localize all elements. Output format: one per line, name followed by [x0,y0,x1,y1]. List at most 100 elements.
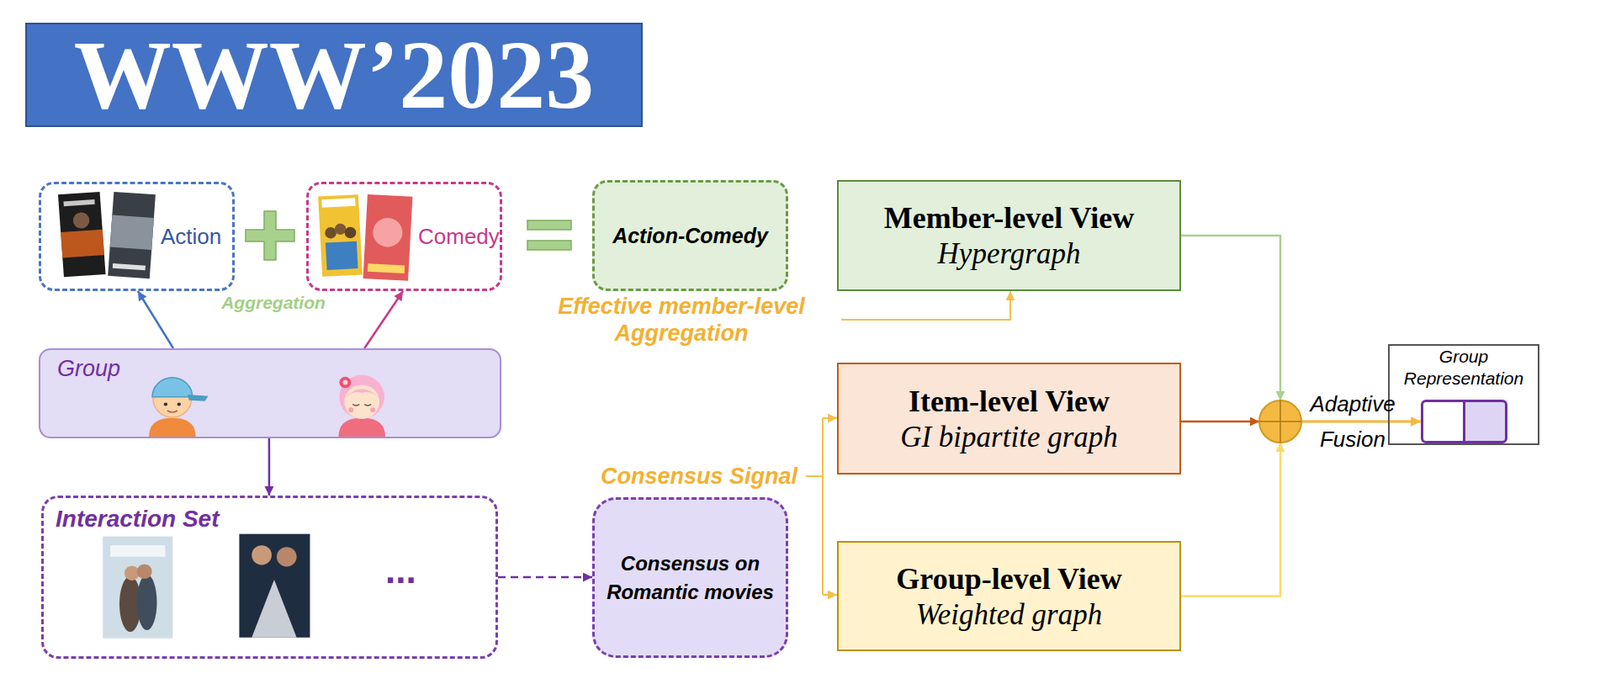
leader-line [841,291,1011,320]
poster-figure [119,576,142,632]
equals-bar [527,240,572,250]
connector-path [1181,420,1260,424]
connector [364,291,403,349]
poster-frame [102,536,173,639]
poster-face [72,211,91,229]
label-slot: Consensus Signal [565,462,798,490]
result-box: Action-Comedy [592,180,789,292]
poster-face [371,217,403,248]
avatar-body [338,418,386,437]
poster-face [324,227,337,239]
connector-path [1181,235,1281,401]
genre-box: Action [38,181,235,292]
view-box: Member-level ViewHypergraph [837,180,1182,292]
connector [137,291,174,349]
movie-poster [102,536,173,639]
movie-poster [58,191,106,277]
fusion-circle [1259,400,1302,443]
poster-face [251,545,272,565]
poster-frame [363,194,414,281]
connector-path [498,576,593,579]
boy-avatar [148,377,208,437]
label-slot: Effective member-level Aggregation [529,292,833,347]
connector-path [1301,420,1421,424]
title-banner: WWW’2023 [25,22,643,128]
genre-label: Comedy [418,222,500,250]
avatar-eyes [352,403,371,405]
fusion-symbol [1259,400,1302,443]
avatar-hair [339,375,385,419]
signal-note: Consensus Signal [565,462,798,490]
avatar-blush [348,407,354,413]
movie-poster [238,534,310,638]
fusion-note: Adaptive Fusion [1302,386,1404,457]
signal-note: Effective member-level Aggregation [529,292,833,347]
connector-path [1301,420,1421,424]
poster-frame [107,191,156,279]
poster-scene [325,241,359,271]
poster-fire [60,229,105,259]
group-label: Group [57,354,483,382]
label-slot: Adaptive Fusion [1302,386,1404,457]
poster-band [321,197,355,208]
connector [268,438,270,496]
genre-label: Action [160,222,222,250]
girl-avatar [338,375,386,437]
view-subtitle: Hypergraph [937,236,1081,272]
view-box: Item-level ViewGI bipartite graph [837,362,1182,475]
avatar-flower [342,380,348,386]
title-text: WWW’2023 [74,26,595,124]
poster-face [344,227,356,239]
view-subtitle: Weighted graph [916,597,1102,633]
avatar-blush [370,407,376,413]
leader-line [822,417,838,419]
connector-path [364,291,403,349]
equals-bar [527,220,572,230]
avatar-mouth [167,410,178,413]
view-title: Member-level View [884,199,1135,237]
poster-band [367,263,405,274]
fusion-plus [1259,400,1302,443]
representation-label: Group Representation [1389,345,1538,390]
view-box: Group-level ViewWeighted graph [837,540,1182,652]
representation: Group Representation [1388,344,1540,446]
avatar-eye [177,402,181,406]
set-heading: Interaction Set [55,504,484,534]
representation-box [1420,399,1508,444]
genre-box: Comedy [306,181,503,292]
consensus-label: Consensus on Romantic movies [606,549,774,607]
consensus-box: Consensus on Romantic movies [592,497,789,658]
poster-face [124,565,140,580]
poster-frame [58,191,106,277]
connector-path [137,291,174,349]
interaction-set: Interaction Set... [41,495,499,659]
connector [498,577,593,578]
poster-figure [137,574,158,631]
movie-poster [317,194,363,277]
leader-line [805,475,823,477]
avatar-face [344,384,380,419]
leader-line [821,418,824,595]
avatar-eye [164,402,168,406]
connector-path [1301,420,1421,424]
movie-poster [363,194,414,281]
leader-line [822,593,838,596]
result-label: Action-Comedy [612,222,769,250]
view-subtitle: GI bipartite graph [900,419,1118,456]
poster-frame [317,194,363,277]
poster-face [137,563,153,578]
poster-band [112,263,146,271]
group-box: Group [38,348,502,439]
aggregation-note: Aggregation [208,291,339,314]
view-title: Group-level View [895,560,1122,598]
plus-symbol [245,211,295,260]
connector-path [268,438,271,496]
avatar-body [148,418,197,437]
poster-face [276,546,297,567]
avatar-flower [339,376,351,388]
poster-face [333,222,346,235]
label-slot: Aggregation [208,291,339,314]
poster-band [63,199,95,207]
connector-path [1181,442,1281,597]
avatar-cap-brim [187,394,209,402]
